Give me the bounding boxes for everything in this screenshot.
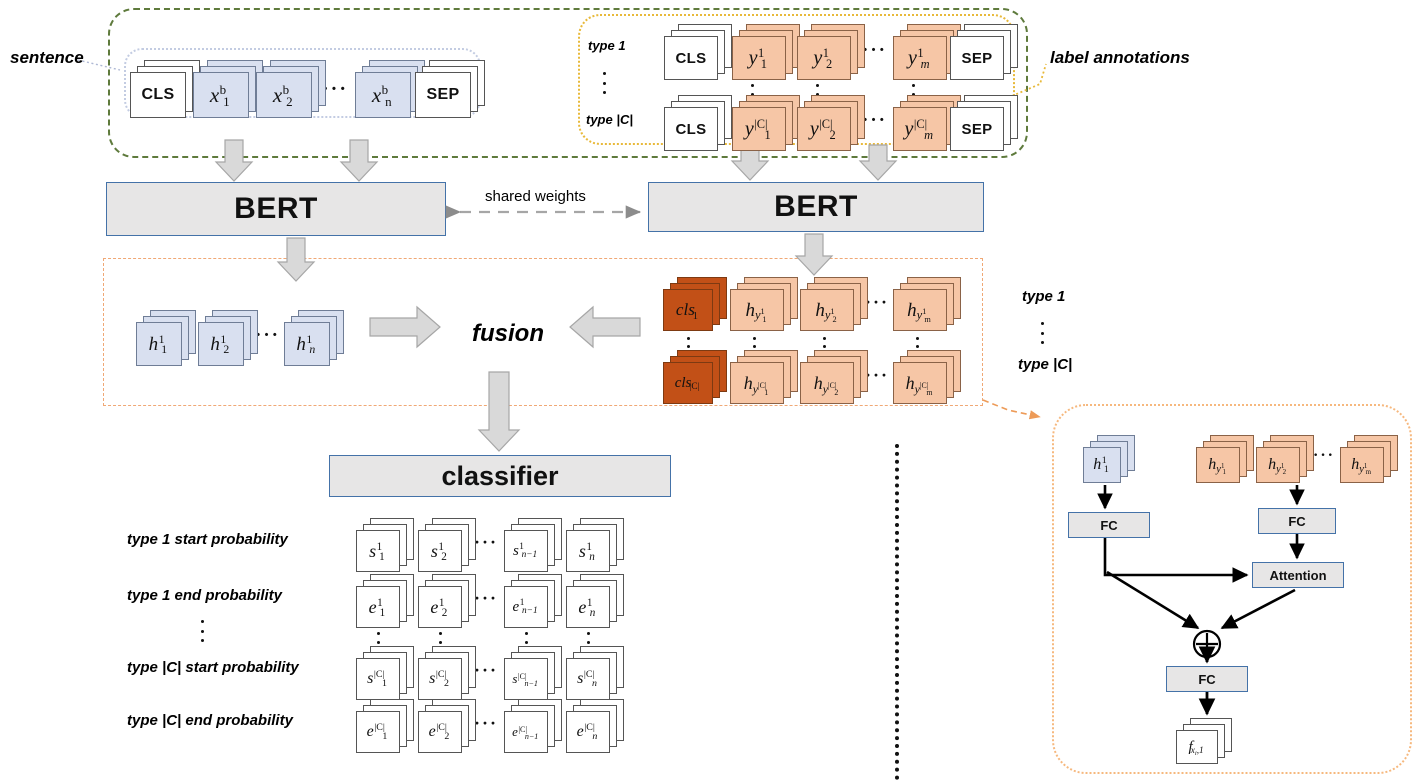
fusion-hy2-vdots (822, 328, 826, 348)
sentence-sep-label: SEP (415, 72, 471, 118)
fusion-hy1C-label: hy|C|1 (743, 373, 769, 397)
prob-row2-ellipsis: ··· (474, 660, 499, 680)
label-row1-token-y1-label: y11 (748, 45, 767, 71)
detail-fc-left[interactable]: FC (1068, 512, 1150, 538)
label-rowC-ellipsis: ··· (862, 110, 888, 131)
fusion-hy-row1-ellipsis: ··· (865, 292, 890, 312)
fusion-hym-vdots (915, 328, 919, 348)
fusion-hy-rowC-ellipsis: ··· (865, 365, 890, 385)
section-divider-dotted (895, 444, 899, 780)
detail-output-label: fxi,1 (1188, 738, 1204, 758)
classifier-row-label-1: type 1 end probability (127, 587, 283, 604)
label-row1-cls-label: CLS (664, 36, 718, 80)
shared-weights-label: shared weights (485, 188, 586, 205)
classifier-block[interactable]: classifier (329, 455, 671, 497)
fusion-h2-label: h12 (210, 332, 230, 357)
fusion-clsC-label: cls|C| (674, 374, 700, 393)
fusion-h-ellipsis: ··· (255, 325, 281, 346)
sentence-token-xn-label: xbn (371, 81, 392, 109)
classifier-rows-vdots (200, 620, 204, 642)
label-annotations-label: label annotations (1050, 48, 1190, 67)
fusion-hy1-vdots (752, 328, 756, 348)
bert-left-block[interactable]: BERT (106, 182, 446, 236)
prob-row0-ellipsis: ··· (474, 532, 499, 552)
sentence-cls-label: CLS (130, 72, 186, 118)
bert-right-block[interactable]: BERT (648, 182, 984, 232)
label-rowC-token-ym-label: y|C|m (904, 116, 934, 142)
detail-hym1-label: hy1m (1351, 456, 1372, 477)
sentence-tokens-ellipsis: ··· (322, 78, 349, 100)
label-rowC-token-y2-label: y|C|2 (809, 116, 836, 142)
fusion-detail-panel (1052, 404, 1412, 774)
sentence-label: sentence (10, 48, 84, 67)
detail-hy-ellipsis: ··· (1313, 447, 1336, 464)
fusion-section-box (103, 258, 983, 406)
detail-panel-leader (982, 399, 1041, 420)
fusion-type-vdots (1040, 322, 1044, 344)
fusion-cls-vdots (686, 328, 690, 348)
detail-fc-right[interactable]: FC (1258, 508, 1336, 534)
fusion-h1-label: h11 (148, 332, 168, 357)
prob-row3-ellipsis: ··· (474, 713, 499, 733)
fusion-cls1-label: cls1 (675, 300, 698, 322)
fusion-type-1-label: type 1 (1022, 288, 1066, 305)
label-row1-token-y2-label: y12 (813, 45, 833, 71)
fusion-hn-label: h1n (296, 332, 316, 357)
label-row1-ellipsis: ··· (862, 40, 888, 61)
classifier-row-label-3: type |C| end probability (127, 712, 293, 729)
detail-hy11-label: hy11 (1208, 456, 1226, 477)
label-rowC-cls-label: CLS (664, 107, 718, 151)
fusion-hy2C-label: hy|C|2 (813, 373, 839, 397)
detail-fc-out[interactable]: FC (1166, 666, 1248, 692)
fusion-hy21-label: hy12 (815, 299, 837, 324)
label-type-vdots (602, 72, 606, 94)
detail-h11-label: h11 (1093, 455, 1109, 476)
label-row-C-type: type |C| (586, 112, 634, 127)
fusion-hy11-label: hy11 (745, 299, 767, 324)
label-rowC-token-y1-label: y|C|1 (744, 116, 771, 142)
detail-hy21-label: hy12 (1268, 456, 1287, 477)
label-row1-sep-label: SEP (950, 36, 1004, 80)
label-row-1-type: type 1 (588, 38, 626, 53)
sentence-token-x2-label: xb2 (272, 81, 293, 109)
sentence-token-x1-label: xb1 (209, 81, 230, 109)
classifier-row-label-2: type |C| start probability (127, 659, 299, 676)
fusion-label: fusion (472, 320, 544, 347)
fusion-hymC-label: hy|C|m (905, 373, 933, 397)
label-rowC-sep-label: SEP (950, 107, 1004, 151)
label-row1-token-ym-label: y1m (907, 45, 930, 71)
fusion-type-C-label: type |C| (1018, 356, 1073, 373)
classifier-row-label-0: type 1 start probability (127, 531, 288, 548)
fusion-hym1-label: hy1m (907, 299, 931, 324)
prob-row1-ellipsis: ··· (474, 588, 499, 608)
detail-attention-block[interactable]: Attention (1252, 562, 1344, 588)
